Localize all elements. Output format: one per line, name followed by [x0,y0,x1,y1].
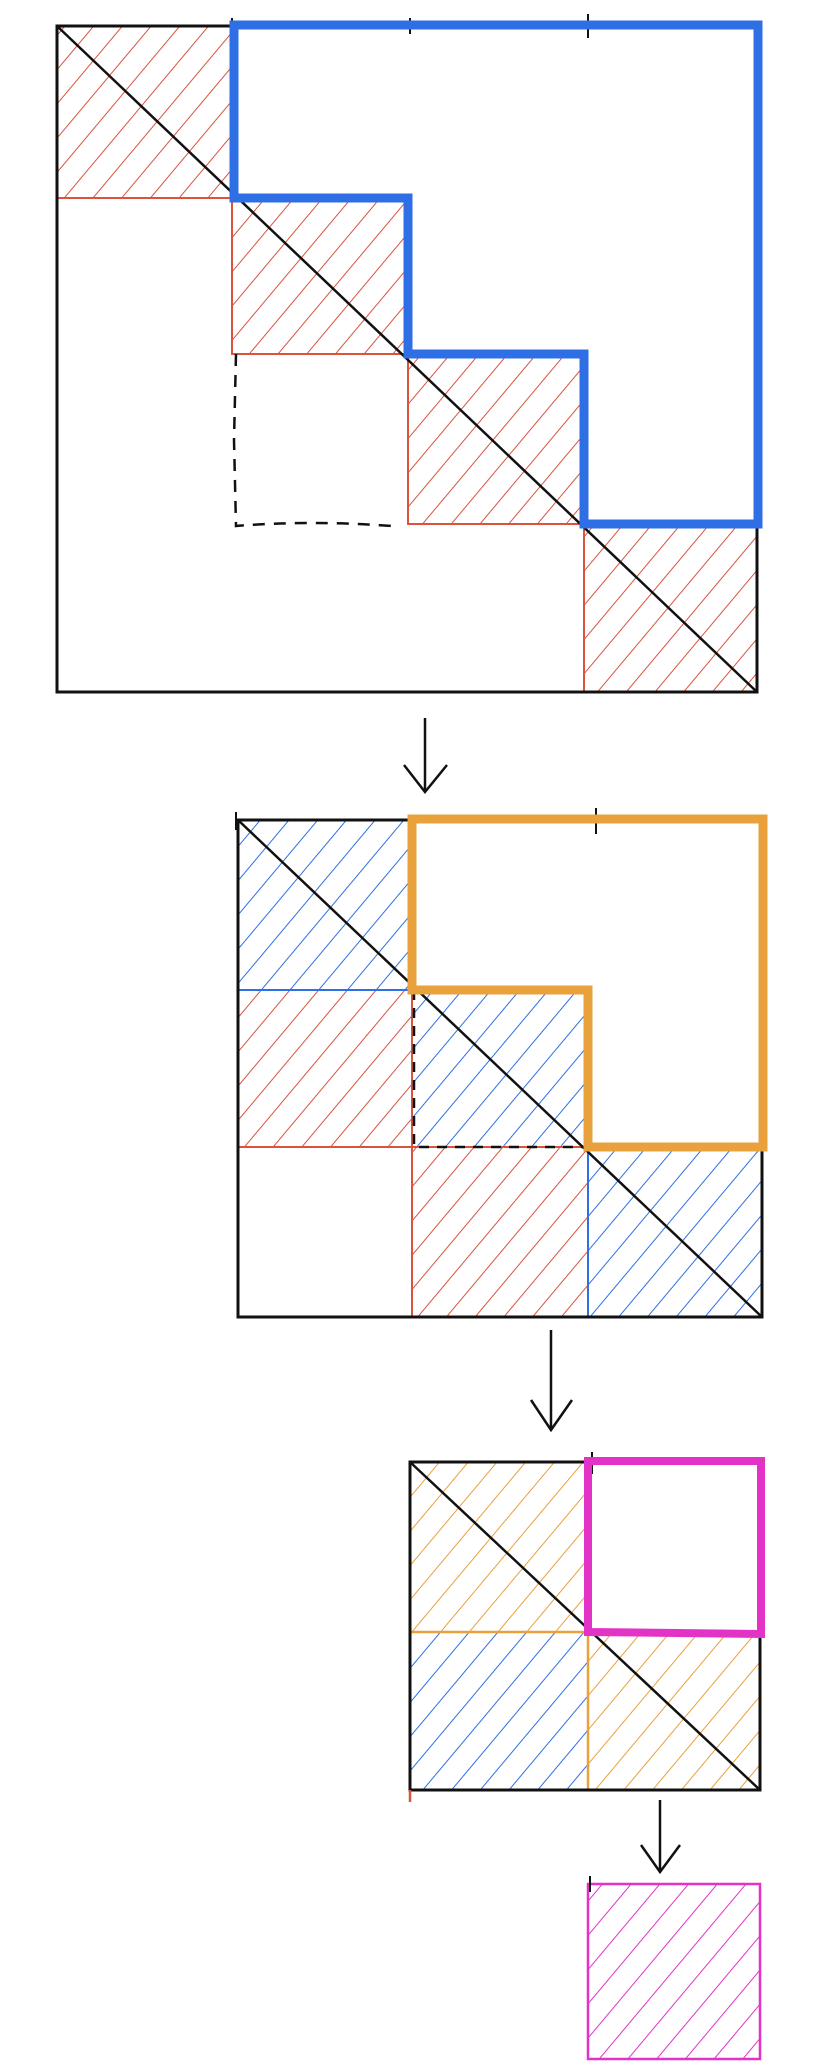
step-2-block-red-1 [237,989,413,1148]
step-1-diagonal [56,25,758,693]
step-1-dashed-block [232,353,393,528]
step-2-dashed-block [412,990,588,1149]
step-1-diag-block-3 [407,353,585,525]
down-arrow-1 [403,718,448,795]
step-1-highlight-region [229,20,763,529]
step-2-highlight-region [407,814,768,1152]
step-4-matrix [586,1876,762,2061]
step-3-highlight-region [584,1457,765,1639]
step-3-matrix [408,1452,765,1802]
down-arrow-3 [639,1800,682,1875]
step-4-block-magenta [586,1882,762,2061]
step-2-block-red-2 [411,1146,589,1318]
step-2-matrix [235,808,768,1319]
step-1-matrix [55,14,763,694]
step-3-block-blue [410,1632,588,1790]
step-2-diagonal [237,819,763,1318]
down-arrow-2 [529,1330,574,1433]
